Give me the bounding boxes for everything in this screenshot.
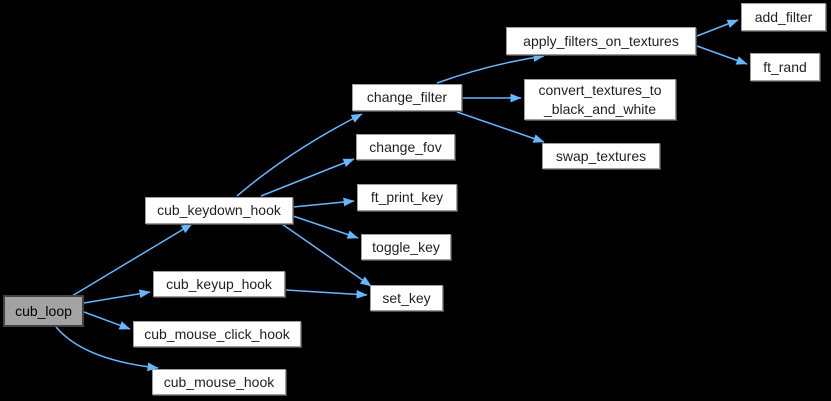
node-label: set_key xyxy=(382,289,431,306)
node-label: add_filter xyxy=(754,8,813,25)
node-label: cub_loop xyxy=(15,302,72,319)
edge-cub_loop-to-cub_mouse_hook xyxy=(55,326,159,372)
node-label: _black_and_white xyxy=(543,100,657,117)
node-cub_mouse_hook[interactable]: cub_mouse_hook xyxy=(152,369,286,395)
edge-cub_loop-to-cub_keydown_hook xyxy=(71,223,193,297)
edge-change_filter-to-apply_filters_on_textures xyxy=(436,53,545,84)
node-change_fov[interactable]: change_fov xyxy=(356,134,455,160)
node-cub_keyup_hook[interactable]: cub_keyup_hook xyxy=(153,271,285,297)
edge-apply_filters_on_textures-to-add_filter xyxy=(696,19,739,37)
node-label: apply_filters_on_textures xyxy=(523,32,679,49)
node-ft_print_key[interactable]: ft_print_key xyxy=(357,184,457,211)
node-cub_loop[interactable]: cub_loop xyxy=(3,295,84,327)
node-label: change_filter xyxy=(366,89,448,105)
node-add_filter[interactable]: add_filter xyxy=(741,3,826,31)
node-label: cub_mouse_click_hook xyxy=(144,325,290,342)
node-cub_mouse_click_hook[interactable]: cub_mouse_click_hook xyxy=(133,321,301,347)
node-apply_filters_on_textures[interactable]: apply_filters_on_textures xyxy=(506,27,696,55)
edge-cub_keydown_hook-to-ft_print_key xyxy=(292,197,355,208)
edge-apply_filters_on_textures-to-ft_rand xyxy=(696,45,748,65)
node-label: ft_print_key xyxy=(370,189,444,205)
node-label: cub_keydown_hook xyxy=(157,202,281,218)
edge-change_filter-to-swap_textures xyxy=(456,111,545,143)
node-cub_keydown_hook[interactable]: cub_keydown_hook xyxy=(145,197,293,224)
node-label: change_fov xyxy=(369,138,442,155)
node-set_key[interactable]: set_key xyxy=(370,285,443,311)
node-label: ft_rand xyxy=(763,58,807,75)
edge-cub_keyup_hook-to-set_key xyxy=(285,289,368,299)
node-swap_textures[interactable]: swap_textures xyxy=(542,143,660,169)
node-label: cub_mouse_hook xyxy=(163,373,275,390)
node-ft_rand[interactable]: ft_rand xyxy=(750,53,820,81)
node-label: toggle_key xyxy=(372,238,440,255)
node-label: cub_keyup_hook xyxy=(166,275,272,292)
node-label: swap_textures xyxy=(555,147,647,164)
edge-cub_loop-to-cub_keyup_hook xyxy=(83,289,151,304)
edge-cub_keydown_hook-to-toggle_key xyxy=(292,215,359,239)
node-toggle_key[interactable]: toggle_key xyxy=(361,234,451,260)
edge-cub_loop-to-cub_mouse_click_hook xyxy=(83,311,131,330)
edge-cub_keydown_hook-to-set_key xyxy=(281,223,372,287)
node-convert_textures_to_black_and_white[interactable]: convert_textures_to _black_and_white xyxy=(524,79,676,120)
node-change_filter[interactable]: change_filter xyxy=(352,84,462,111)
edge-cub_keydown_hook-to-change_fov xyxy=(260,158,355,197)
edge-cub_keydown_hook-to-change_filter xyxy=(236,113,363,197)
node-label: convert_textures_to xyxy=(538,81,662,98)
